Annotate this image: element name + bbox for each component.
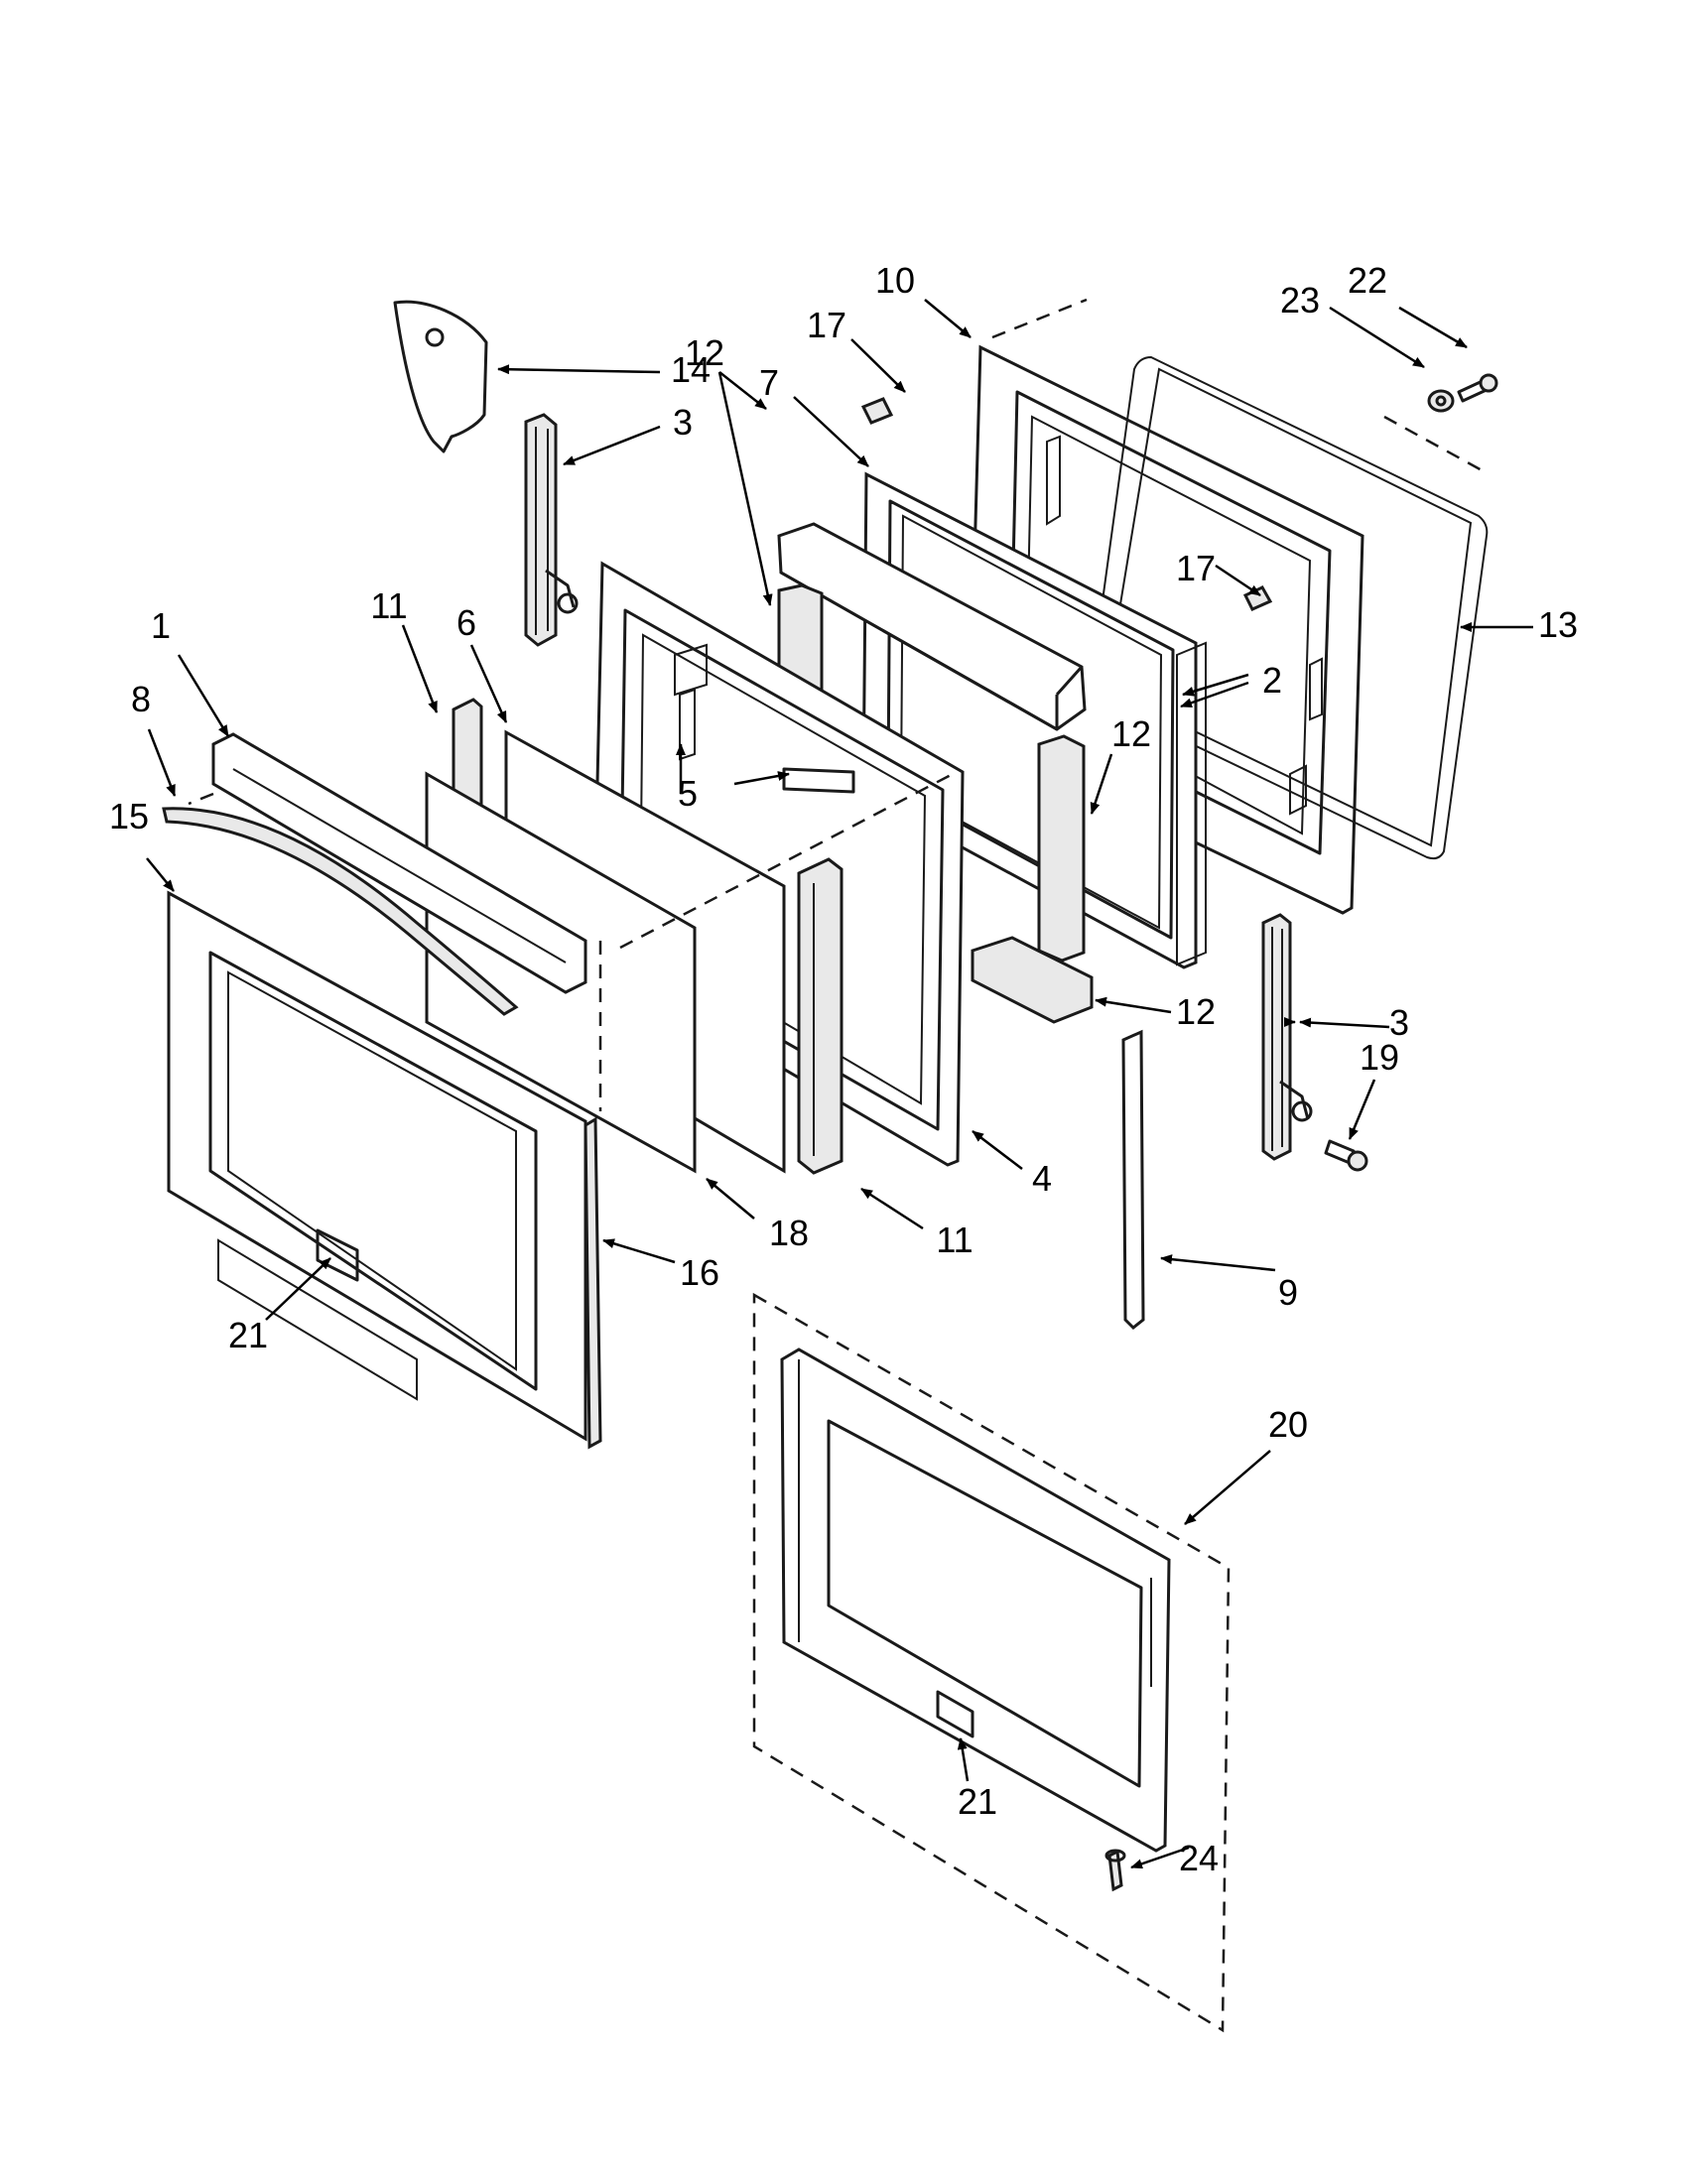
part-24-screw [1104,1849,1126,1892]
callout-11-right: 11 [936,1220,973,1260]
callout-18: 18 [769,1213,809,1253]
callout-3-upper: 3 [673,402,693,443]
part-23-washer [1427,389,1455,413]
callout-12-top: 12 [685,332,724,373]
callout-16: 16 [680,1252,719,1293]
part-12-insulation-bottom [971,936,1094,1024]
callout-4: 4 [1032,1158,1052,1199]
part-9-vent-trim [1121,1029,1145,1331]
callout-13: 13 [1538,604,1578,645]
callout-17-mid: 17 [1176,548,1216,588]
part-16-side-trim [584,1116,602,1450]
callout-19: 19 [1360,1037,1399,1078]
callout-3-lower: 3 [1389,1002,1409,1043]
callout-24: 24 [1179,1838,1219,1878]
callout-22: 22 [1348,260,1387,301]
part-2-glass [1176,641,1207,966]
callout-12-bottom: 12 [1176,991,1216,1032]
part-8-handle [162,807,519,1016]
callout-8: 8 [131,679,151,719]
part-20-door-assembly [752,1292,1231,2033]
part-12-insulation-right [1037,734,1086,963]
callout-23: 23 [1280,280,1320,321]
callout-2: 2 [1262,660,1282,701]
part-3-hinge-lower [1261,913,1313,1161]
part-1-door-trim [211,732,587,994]
part-22-screw [1457,373,1498,403]
leader-lines [146,299,1533,1869]
callout-10: 10 [875,260,915,301]
part-17-pin-a [860,397,894,425]
callout-6: 6 [456,602,476,643]
part-13-gasket [1090,355,1489,860]
callout-5: 5 [678,773,698,814]
callout-17-top: 17 [807,305,846,345]
alignment-lines [188,298,1485,1111]
callout-20: 20 [1268,1404,1308,1445]
callout-7: 7 [759,362,779,403]
callout-9: 9 [1278,1272,1298,1313]
part-12-insulation-top [777,522,1087,731]
part-11-trim-right [797,857,844,1175]
callout-14: 14 [671,349,711,390]
part-15-outer-door [167,890,587,1442]
part-19-screw [1324,1139,1368,1172]
callout-1: 1 [151,605,171,646]
part-3-hinge-upper [524,413,579,647]
callout-15: 15 [109,796,149,836]
callout-21-left: 21 [228,1315,268,1355]
callout-21-right: 21 [958,1781,997,1822]
part-14-hinge-cover [393,300,488,453]
part-5-bracket [679,688,855,794]
callout-11-left: 11 [370,585,407,626]
callout-12-right: 12 [1111,713,1151,754]
